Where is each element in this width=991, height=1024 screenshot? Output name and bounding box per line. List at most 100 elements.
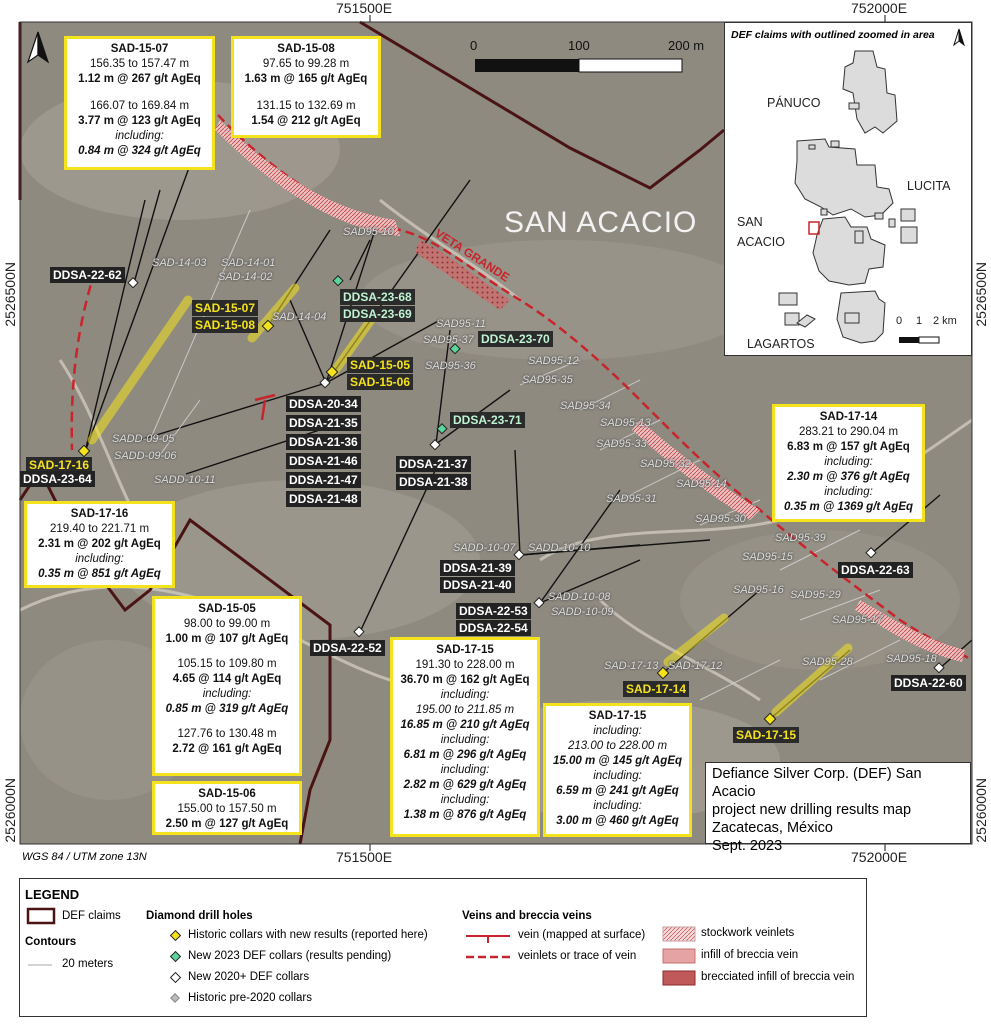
callout-line: 2.82 m @ 629 g/t AgEq [403,779,527,791]
legend-contours-20: 20 meters [62,958,114,970]
map-title-line: Zacatecas, México [712,820,833,836]
inset-label-panuco: PÁNUCO [767,96,821,110]
hole-label: SAD95-12 [528,355,579,367]
collar-tag: DDSA-23-71 [450,412,525,428]
callout-line: 191.30 to 228.00 m [415,659,515,671]
legend-infill: infill of breccia vein [701,949,799,961]
hole-label: SAD95-17 [832,614,883,626]
callout-line: 195.00 to 211.85 m [415,704,515,716]
callout-line: 1.38 m @ 876 g/t AgEq [403,809,527,821]
callout-line: 2.50 m @ 127 g/t AgEq [165,818,289,830]
collar-tag: DDSA-21-36 [286,434,361,450]
hole-label: SAD95-30 [695,513,746,525]
collar-tag: DDSA-21-38 [396,474,471,490]
inset-label-lagartos: LAGARTOS [747,337,815,351]
hole-label: SAD95-28 [802,656,853,668]
collar-tag: DDSA-21-40 [440,577,515,593]
hole-label: SAD95-33 [596,438,647,450]
mapped-veins [70,269,276,451]
collar-tag: DDSA-22-52 [310,640,385,656]
inset-label-lucita: LUCITA [907,179,951,193]
inset-map: DEF claims with outlined zoomed in area [724,22,972,356]
hole-label: SAD95-37 [423,334,474,346]
hole-label: SAD95-13 [600,417,651,429]
callout-line: including: [440,734,490,746]
crs-label: WGS 84 / UTM zone 13N [22,851,147,863]
callout-line: 131.15 to 132.69 m [256,100,356,112]
legend-claims-symbol [26,907,56,925]
hole-label: SAD-14-03 [152,257,207,269]
collar-tag: DDSA-22-62 [50,267,125,283]
legend-vein-mapped: vein (mapped at surface) [518,929,646,941]
callout-title: SAD-15-06 [198,788,256,800]
callout-line: 3.00 m @ 460 g/t AgEq [556,815,679,827]
inset-map-drawing [778,28,965,344]
hole-label: SADD-10-09 [551,606,614,618]
legend-yellow-collar-symbol [169,929,182,942]
coord-bottom-left: 751500E [336,849,393,865]
callout-line: 16.85 m @ 210 g/t AgEq [400,719,530,731]
hole-label: SADD-09-06 [114,450,177,462]
callout-line: 3.77 m @ 123 g/t AgEq [78,115,201,127]
collar-tag: DDSA-23-68 [340,289,415,305]
inset-scale-1: 1 [916,315,923,327]
scale-label-100: 100 [568,38,590,53]
legend-veinlets: veinlets or trace of vein [518,950,637,962]
north-arrow-icon [26,31,50,64]
callout-sad-17-15-a: SAD-17-15 191.30 to 228.00 m 36.70 m @ 1… [390,637,540,837]
callout-line: including: [824,456,873,468]
collar-tag: DDSA-21-37 [396,456,471,472]
callout-title: SAD-15-05 [198,603,256,615]
collar-tag: SAD-15-06 [347,374,414,390]
legend-white-collar-symbol [169,971,182,984]
legend-dd-2023: New 2023 DEF collars (results pending) [188,950,392,962]
hole-label: SAD95-35 [522,374,573,386]
callout-title: SAD-17-15 [436,644,494,656]
hole-label: SADD-10-11 [154,474,216,486]
callout-line: 2.30 m @ 376 g/t AgEq [787,471,910,483]
collar-tag: DDSA-20-34 [286,396,361,412]
callout-sad-15-07: SAD-15-07 156.35 to 157.47 m 1.12 m @ 26… [64,36,215,170]
callout-title: SAD-17-15 [588,710,647,722]
callout-line: 1.54 @ 212 g/t AgEq [251,115,361,127]
inset-title: DEF claims with outlined zoomed in area [731,29,935,41]
collar-tag: DDSA-22-53 [456,603,531,619]
legend-dd-historic-new: Historic collars with new results (repor… [188,929,428,941]
hole-label: SAD95-39 [775,532,826,544]
collar-tag: DDSA-22-54 [456,620,531,636]
callout-line: 0.85 m @ 319 g/t AgEq [165,703,289,715]
callout-line: including: [593,770,642,782]
hole-label: SADD-10-07 [453,542,516,554]
callout-line: 1.00 m @ 107 g/t AgEq [165,633,289,645]
callout-line: 213.00 to 228.00 m [567,740,668,752]
legend-symbols [26,907,696,1003]
scale-bar [475,58,683,73]
hole-label: SADD-10-08 [548,591,611,603]
coord-left-top: 2526500N [2,262,18,327]
legend-brecciated-symbol [662,970,696,986]
collar-markers [77,275,945,726]
coord-top-left: 751500E [336,0,393,16]
callout-sad-17-15-b: SAD-17-15 including: 213.00 to 228.00 m … [543,703,692,837]
callout-line: including: [75,553,124,565]
inset-scale-2: 2 km [933,315,957,327]
inset-scale-0: 0 [896,315,903,327]
hole-label: SAD-14-04 [272,311,327,323]
collar-tag: DDSA-21-48 [286,491,361,507]
callout-line: 2.72 @ 161 g/t AgEq [172,743,282,755]
callout-title: SAD-15-08 [277,43,335,55]
callout-line: 219.40 to 221.71 m [49,523,150,535]
veta-grande-vein [215,114,973,662]
inset-label-san: SAN [737,215,763,229]
callout-line: 36.70 m @ 162 g/t AgEq [400,674,530,686]
callout-line: including: [440,764,490,776]
callout-line: 105.15 to 109.80 m [177,658,277,670]
callout-line: 6.59 m @ 241 g/t AgEq [556,785,679,797]
inset-label-acacio: ACACIO [737,235,785,249]
coord-right-top: 2526500N [973,262,989,327]
inset-claims [778,50,918,344]
hole-label: SAD95-14 [676,478,727,490]
callout-line: 15.00 m @ 145 g/t AgEq [552,755,683,767]
hole-label: SAD95-16 [733,584,784,596]
callout-line: including: [593,725,642,737]
